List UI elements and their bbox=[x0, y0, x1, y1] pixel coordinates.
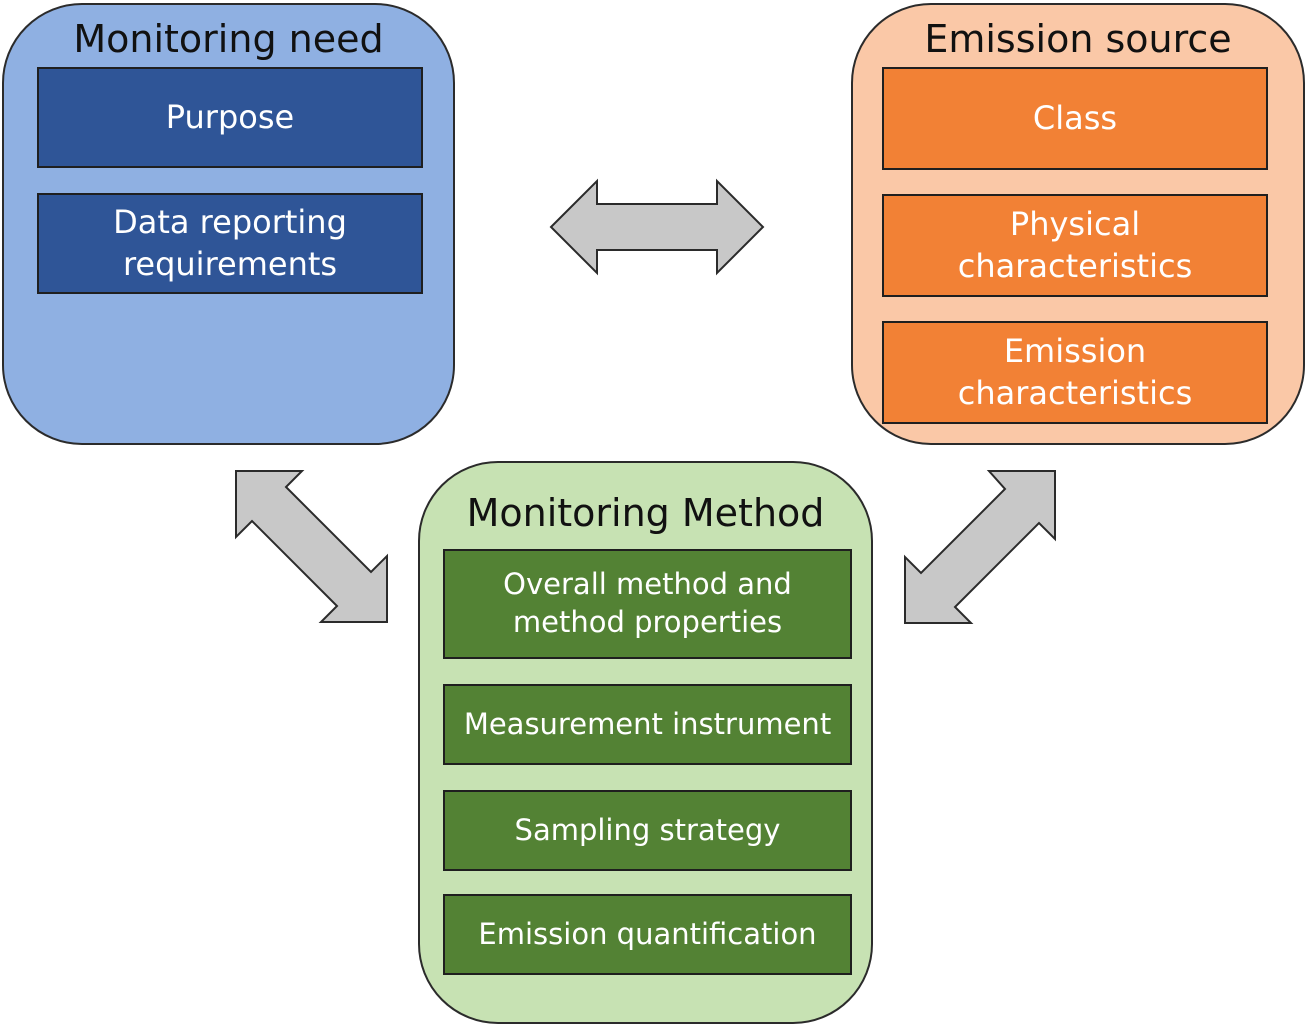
class-box: Class bbox=[882, 67, 1268, 170]
overall-method-label: Overall method and method properties bbox=[503, 567, 792, 639]
emission-source-group: Emission source Class Physical character… bbox=[851, 3, 1305, 445]
sampling-strategy-box: Sampling strategy bbox=[443, 790, 852, 871]
emission-quantification-label: Emission quantification bbox=[478, 916, 817, 951]
emission-quantification-box: Emission quantification bbox=[443, 894, 852, 975]
monitoring-method-group: Monitoring Method Overall method and met… bbox=[418, 461, 873, 1024]
physical-characteristics-label: Physical characteristics bbox=[957, 204, 1193, 285]
measurement-instrument-box: Measurement instrument bbox=[443, 684, 852, 765]
emission-characteristics-label: Emission characteristics bbox=[957, 331, 1193, 412]
data-reporting-requirements-label: Data reporting requirements bbox=[113, 202, 347, 283]
overall-method-box: Overall method and method properties bbox=[443, 549, 852, 659]
sampling-strategy-label: Sampling strategy bbox=[514, 812, 781, 847]
need-method-arrow bbox=[235, 470, 388, 623]
measurement-instrument-label: Measurement instrument bbox=[463, 706, 832, 741]
emission-characteristics-box: Emission characteristics bbox=[882, 321, 1268, 424]
data-reporting-requirements-box: Data reporting requirements bbox=[37, 193, 423, 294]
physical-characteristics-box: Physical characteristics bbox=[882, 194, 1268, 297]
purpose-box: Purpose bbox=[37, 67, 423, 168]
emission-source-title: Emission source bbox=[924, 17, 1232, 61]
class-label: Class bbox=[1032, 98, 1118, 137]
monitoring-need-title: Monitoring need bbox=[73, 17, 384, 61]
monitoring-method-title: Monitoring Method bbox=[466, 491, 825, 535]
source-method-arrow bbox=[904, 470, 1056, 624]
need-source-arrow bbox=[549, 178, 765, 276]
monitoring-need-group: Monitoring need Purpose Data reporting r… bbox=[2, 3, 455, 445]
purpose-label: Purpose bbox=[165, 97, 295, 136]
